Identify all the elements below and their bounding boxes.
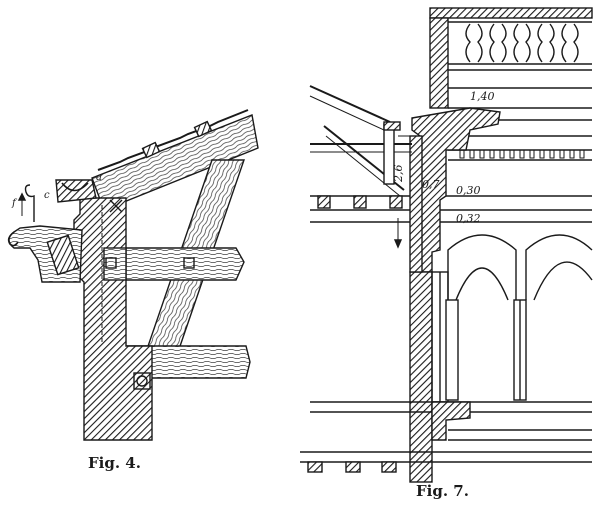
fig4-tile-clip-2: [193, 120, 213, 138]
fig4-hook: [24, 184, 35, 222]
fig7-dim-2-6: 2,6: [392, 165, 405, 184]
fig7-caption: Fig. 7.: [416, 482, 469, 500]
fig4-tile-clip-1: [141, 141, 161, 159]
fig4-bolt-plate-3: [133, 372, 151, 390]
fig4-drawing: [7, 109, 259, 441]
fig4-cornice-scroll: [7, 231, 19, 247]
fig4-bolt-3: [136, 375, 148, 387]
fig7-balusters: [465, 23, 579, 63]
fig7-column-1: [445, 299, 459, 401]
fig7-awning-rod-2: [309, 95, 385, 131]
fig7-dim-arrow-head: [393, 239, 403, 249]
fig4-bolt-plate-1: [105, 257, 117, 269]
fig4-roof-tiles: [97, 109, 249, 171]
fig7-awning-clip: [383, 121, 401, 131]
fig4-caption: Fig. 4.: [88, 454, 141, 472]
fig7-arch-1: [447, 234, 517, 300]
fig7-arch-2: [525, 234, 593, 300]
fig4-label-f: f: [11, 198, 18, 209]
fig7-dim-1-40: 1,40: [470, 90, 495, 103]
fig7-wall-upper: [409, 135, 423, 273]
fig7-dim-0-32: 0,32: [456, 212, 481, 225]
fig7-arch-1-inner: [455, 267, 509, 301]
fig7-lower-cornice: [431, 401, 471, 441]
fig7-floor-joists: [307, 195, 403, 473]
fig7-dim-0-30: 0,30: [456, 184, 481, 197]
fig7-drawing: [300, 7, 593, 483]
fig4-cornice-bracket: [46, 234, 80, 276]
fig4-label-c: c: [44, 190, 50, 201]
fig7-parapet-pier: [429, 17, 449, 109]
fig4-bolt-plate-2: [183, 257, 195, 269]
fig7-awning-rod: [309, 85, 391, 123]
fig4-gutter-bowl: [61, 182, 89, 192]
fig7-wall-section: [409, 271, 433, 483]
fig7-awning-brace-2: [325, 135, 401, 197]
fig7-arch-2-inner: [533, 261, 593, 301]
fig7-dim-0-7: 0,7: [422, 178, 440, 191]
fig4-cross-2: [109, 199, 123, 213]
fig7-balustrade-cap: [429, 7, 593, 19]
fig4-masonry-wall: [73, 197, 153, 441]
fig4-label-a: a: [96, 172, 102, 183]
fig7-dentils: [459, 149, 585, 159]
fig4-beam-through-wall: [103, 247, 127, 281]
fig4-arrow-f-head: [17, 192, 27, 201]
